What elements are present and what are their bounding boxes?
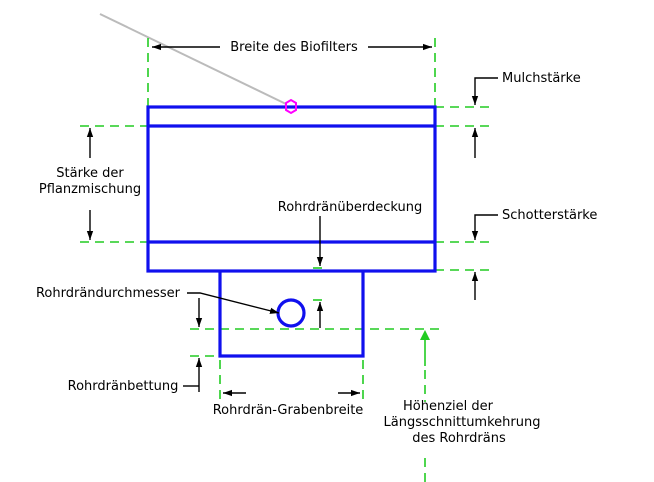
dimension-arrows	[86, 43, 498, 397]
extension-lines	[80, 38, 490, 482]
label-mulch: Mulchstärke	[502, 71, 581, 86]
invert-arrow-head	[420, 330, 430, 340]
pointer-line	[99, 13, 287, 105]
node-marker	[285, 98, 297, 115]
label-plant-mix-line2: Pflanzmischung	[39, 182, 141, 197]
label-invert-line3: des Rohrdräns	[412, 431, 506, 446]
label-invert-line1: Höhenziel der	[403, 399, 494, 414]
label-invert-line2: Längsschnittumkehrung	[384, 415, 541, 430]
label-gravel: Schotterstärke	[502, 208, 597, 223]
label-trench-width: Rohrdrän-Grabenbreite	[213, 403, 364, 418]
label-width: Breite des Biofilters	[230, 40, 358, 55]
label-plant-mix-line1: Stärke der	[56, 166, 124, 181]
biofilter-outline	[146, 105, 437, 358]
label-pipe-cover: Rohrdränüberdeckung	[278, 200, 422, 215]
label-pipe-bedding: Rohrdränbettung	[68, 379, 179, 394]
label-pipe-diameter: Rohrdrändurchmesser	[36, 286, 181, 301]
labels: Breite des Biofilters Mulchstärke Stärke…	[36, 40, 597, 446]
